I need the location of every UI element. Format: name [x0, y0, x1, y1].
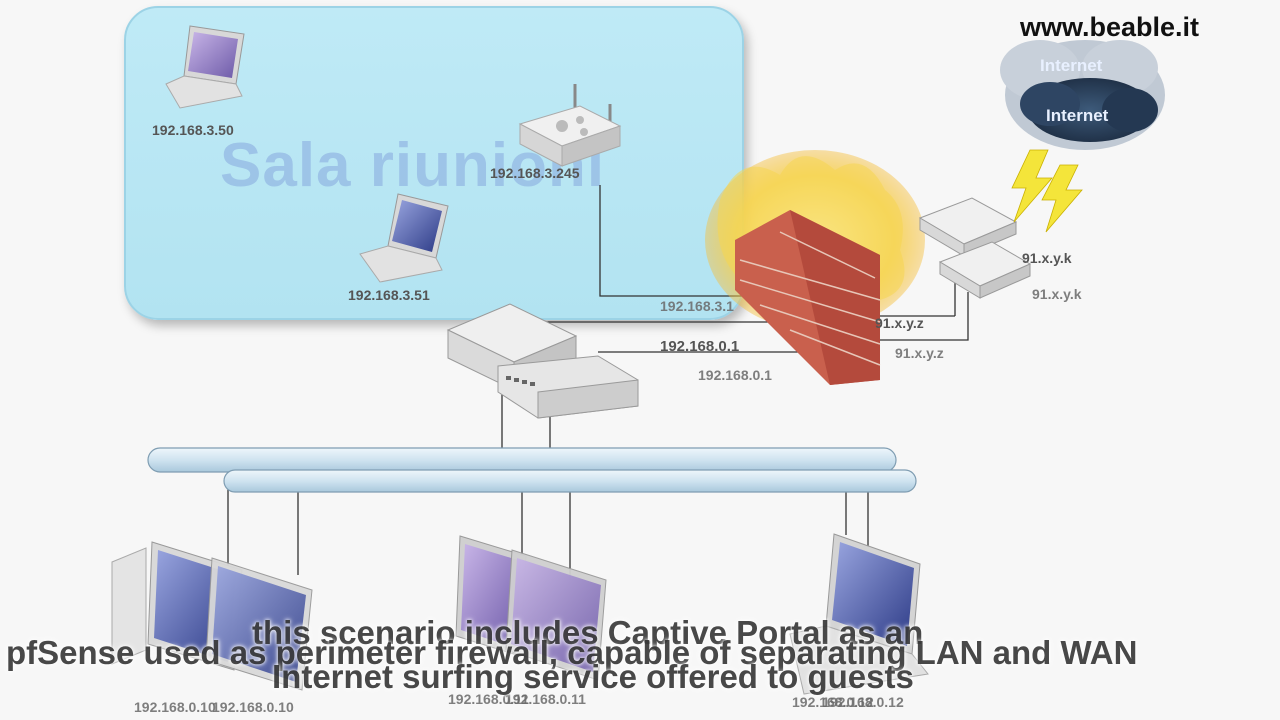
cloud-label-back: Internet	[1040, 56, 1103, 75]
ip-modem-b: 91.x.y.k	[1032, 286, 1082, 302]
ip-laptop-mid: 192.168.3.51	[348, 287, 430, 303]
switch-icon	[446, 303, 639, 419]
ip-fw-wan-b: 91.x.y.z	[895, 345, 944, 361]
ip-pc-left-b: 192.168.0.10	[212, 699, 294, 715]
modem-icon	[938, 241, 1032, 299]
desktop-pc-icon	[455, 535, 607, 681]
laptop-icon	[359, 193, 449, 283]
ip-pc-left-a: 192.168.0.10	[134, 699, 216, 715]
ip-pc-right-a: 192.168.0.12	[792, 694, 874, 710]
ip-pc-mid-b: 192.168.0.11	[505, 691, 586, 707]
lightning-icon	[1011, 149, 1083, 233]
desktop-pc-icon	[111, 541, 313, 691]
caption-line-1: this scenario includes Captive Portal as…	[252, 614, 924, 651]
ip-fw-lan-c: 192.168.0.1	[698, 367, 772, 383]
ip-pc-mid-a: 192.168.0.11	[448, 691, 529, 707]
ip-laptop-top: 192.168.3.50	[152, 122, 234, 138]
site-url: www.beable.it	[1020, 12, 1200, 42]
caption-line-3: Internet surfing service offered to gues…	[272, 658, 914, 695]
ip-access-point: 192.168.3.245	[490, 165, 580, 181]
cloud-label-front: Internet	[1046, 106, 1109, 125]
ip-modem-a: 91.x.y.k	[1022, 250, 1072, 266]
ip-fw-lan-a: 192.168.3.1	[660, 298, 734, 314]
laptop-icon	[165, 25, 245, 109]
ip-fw-wan-a: 91.x.y.z	[875, 315, 924, 331]
caption-line-2: pfSense used as perimeter firewall, capa…	[6, 634, 1138, 671]
access-point-icon	[518, 84, 622, 167]
desktop-pc-icon	[789, 533, 929, 695]
cloud-icon	[1000, 40, 1165, 150]
ip-pc-right-b: 192.168.0.12	[822, 694, 904, 710]
firewall-icon	[705, 150, 925, 385]
network-bus	[147, 447, 917, 493]
ip-fw-lan-b: 192.168.0.1	[660, 338, 740, 355]
